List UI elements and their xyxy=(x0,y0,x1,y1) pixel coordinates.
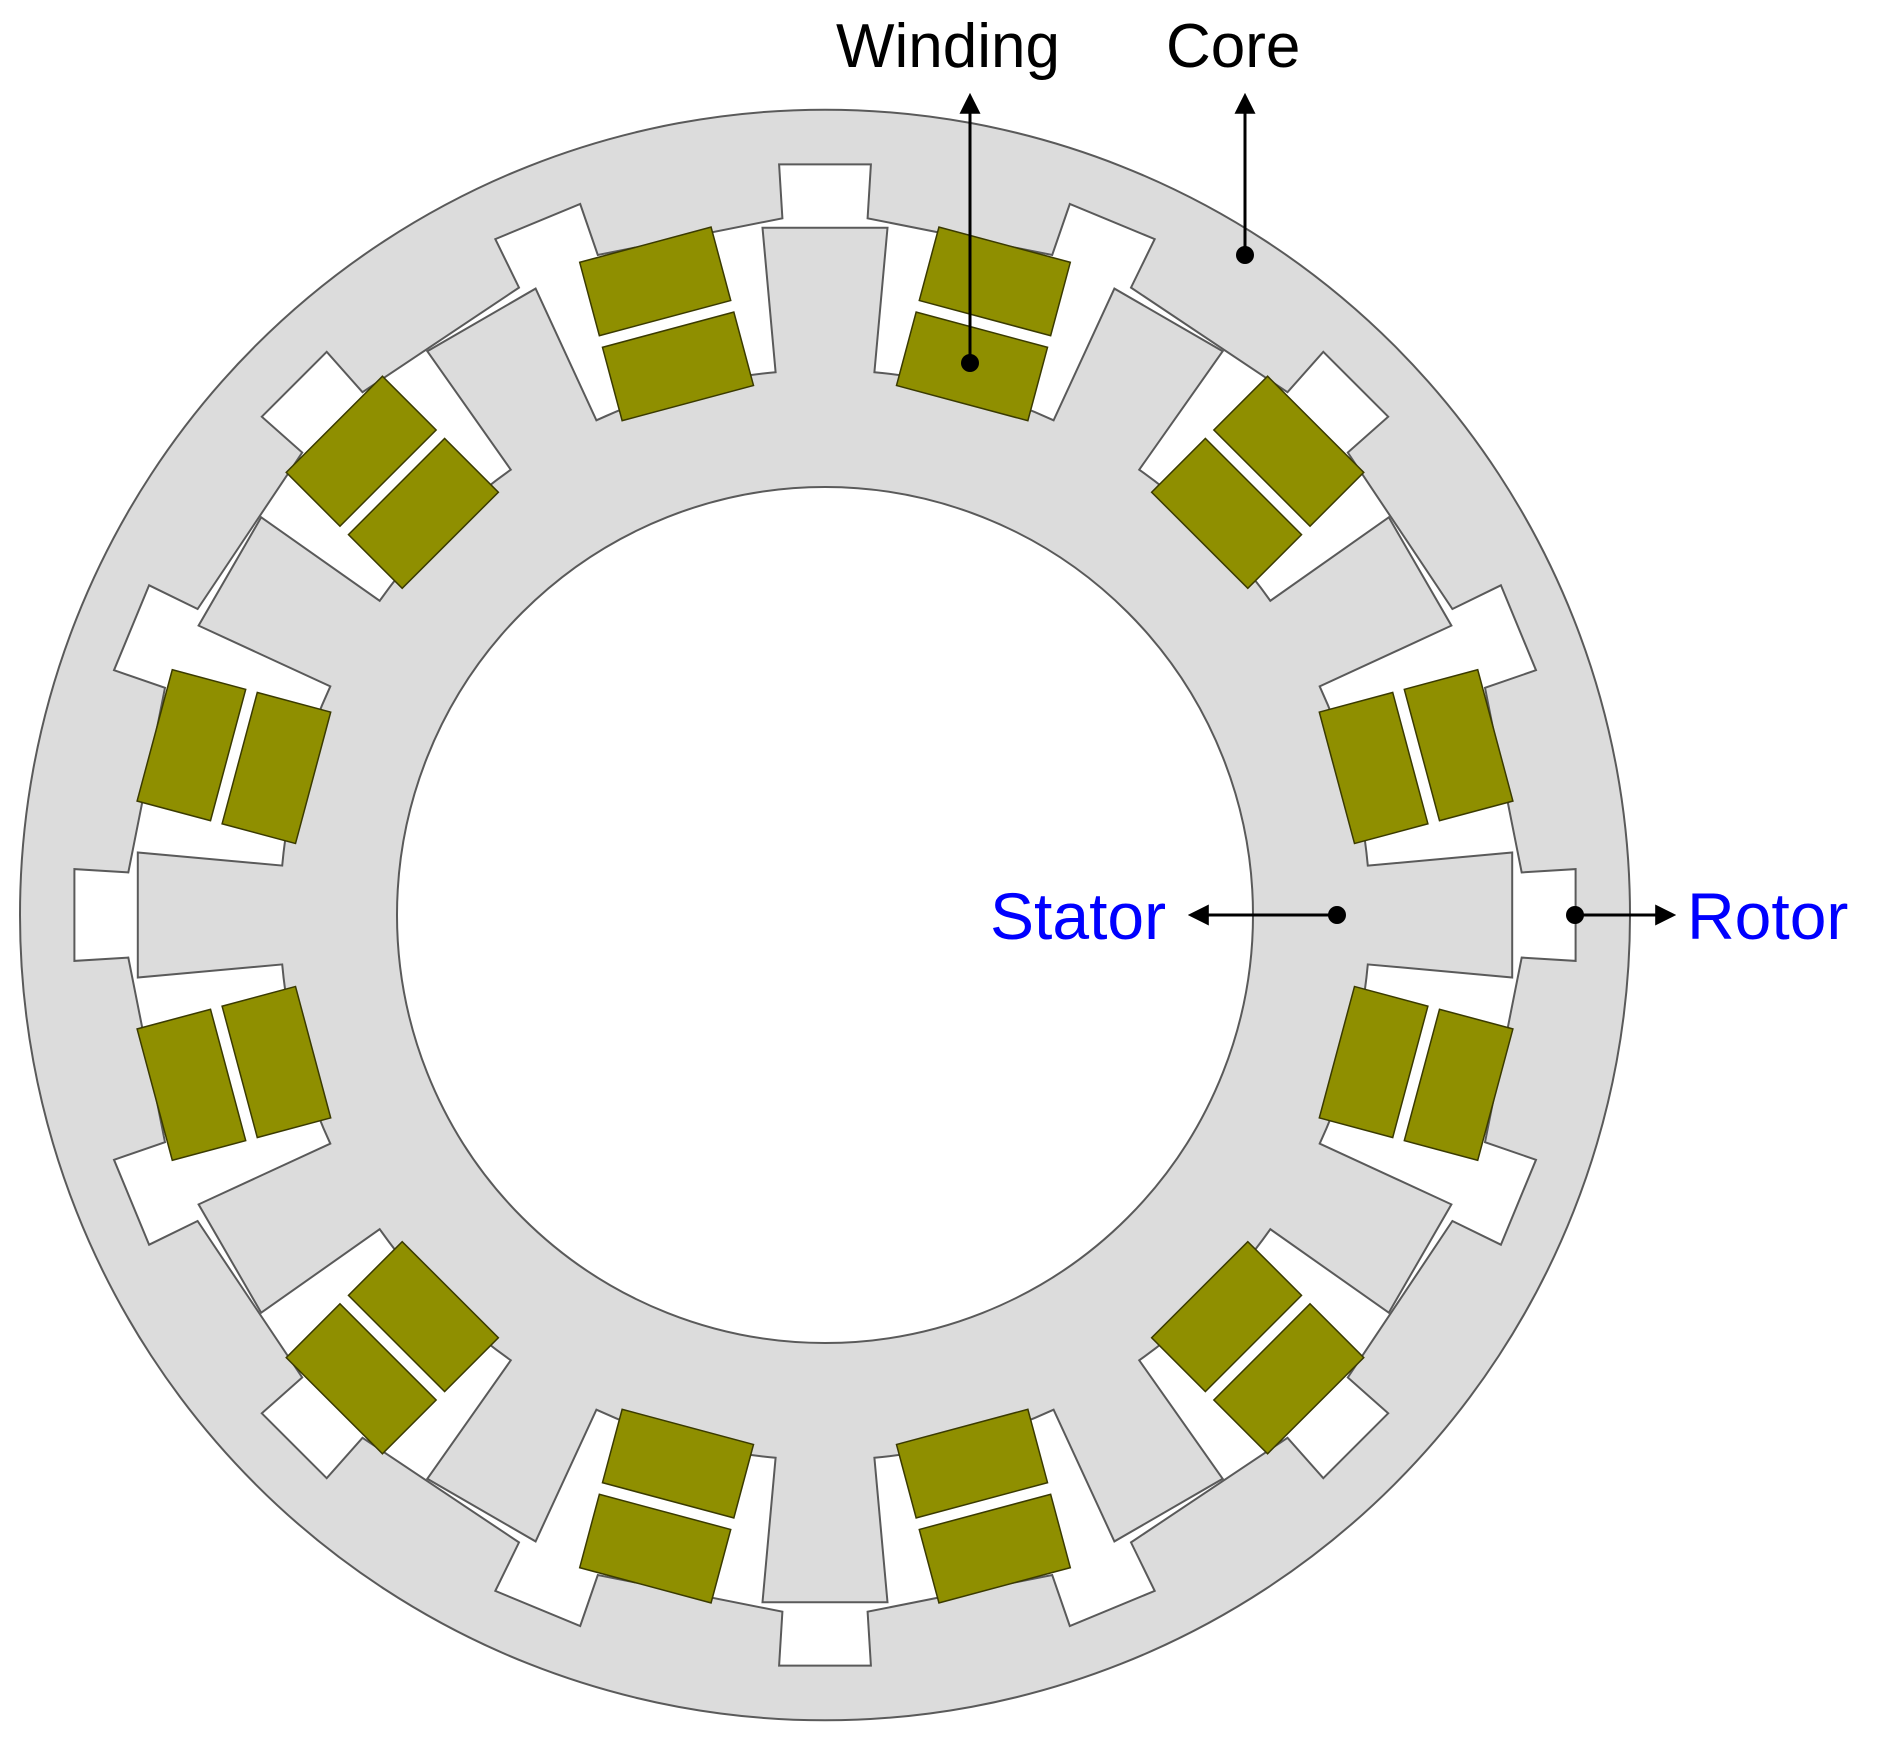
winding-coil xyxy=(578,226,732,337)
winding-coil xyxy=(1212,375,1365,528)
winding-coil xyxy=(221,985,332,1139)
winding-coil xyxy=(578,1493,732,1604)
winding-slot xyxy=(578,1408,755,1604)
winding-slot xyxy=(578,226,755,422)
winding-coil xyxy=(285,1302,438,1455)
winding-slot xyxy=(285,375,500,590)
annotations xyxy=(959,92,1677,926)
winding-coil xyxy=(347,1240,500,1393)
winding-slot xyxy=(1318,985,1514,1162)
winding-coil xyxy=(221,691,332,845)
core-label: Core xyxy=(1166,12,1301,81)
winding-slot xyxy=(285,1240,500,1455)
winding-slot xyxy=(1150,375,1365,590)
rotor-core xyxy=(18,109,1632,1721)
winding-coil xyxy=(895,1408,1049,1519)
winding-coil xyxy=(1403,668,1514,822)
winding-coil xyxy=(136,1008,247,1162)
core-dot xyxy=(1236,246,1254,264)
winding-coil xyxy=(136,668,247,822)
windings xyxy=(136,226,1514,1604)
winding-slot xyxy=(136,668,332,845)
winding-dot xyxy=(961,354,979,372)
stator-label: Stator xyxy=(990,879,1167,953)
rotor-label: Rotor xyxy=(1687,879,1849,953)
rotor-ring xyxy=(18,109,1632,1721)
winding-slot xyxy=(1150,1240,1365,1455)
winding-coil xyxy=(918,1493,1072,1604)
stator-dot xyxy=(1328,906,1346,924)
winding-slot xyxy=(895,1408,1072,1604)
winding-label: Winding xyxy=(836,12,1060,81)
winding-coil xyxy=(918,226,1072,337)
winding-slot xyxy=(1318,668,1514,845)
winding-coil xyxy=(1150,437,1303,590)
winding-coil xyxy=(347,437,500,590)
winding-coil xyxy=(285,375,438,528)
winding-coil xyxy=(1318,985,1429,1139)
winding-coil xyxy=(1403,1008,1514,1162)
winding-coil xyxy=(1212,1302,1365,1455)
winding-coil xyxy=(601,1408,755,1519)
winding-slot xyxy=(895,226,1072,422)
winding-coil xyxy=(601,311,755,422)
winding-slot xyxy=(136,985,332,1162)
rotor-dot xyxy=(1566,906,1584,924)
winding-coil xyxy=(1150,1240,1303,1393)
stator-core xyxy=(136,226,1514,1604)
winding-coil xyxy=(1318,691,1429,845)
stator-teeth xyxy=(136,226,1514,1604)
